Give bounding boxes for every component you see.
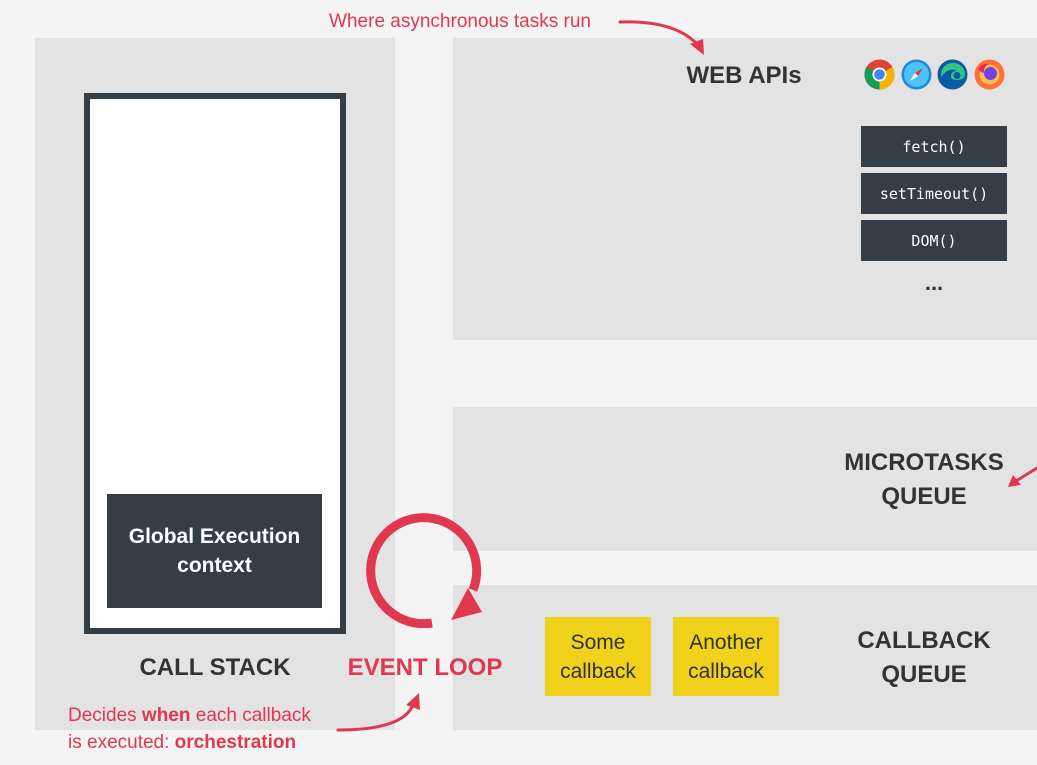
microtasks-arrow <box>1008 466 1037 487</box>
safari-icon <box>901 59 932 90</box>
top-annotation-arrow <box>618 20 704 55</box>
fetch-api-button[interactable]: fetch() <box>861 126 1007 167</box>
top-annotation: Where asynchronous tasks run <box>329 11 591 32</box>
callback-queue-title-line1: CALLBACK <box>857 627 991 654</box>
microtasks-queue-title-line1: MICROTASKS <box>844 449 1004 476</box>
callback-item-line1: Another <box>689 630 763 654</box>
event-loop-arrow-icon <box>366 513 482 629</box>
chrome-icon <box>864 59 895 90</box>
callback-queue-title-line2: QUEUE <box>881 661 967 688</box>
edge-icon <box>937 59 968 90</box>
callback-item-line1: Some <box>570 630 626 654</box>
more-apis-ellipsis: ... <box>924 270 944 295</box>
callback-item-line2: callback <box>560 659 636 683</box>
call-stack-label: CALL STACK <box>139 654 291 681</box>
microtasks-queue-title-line2: QUEUE <box>881 483 967 510</box>
web-apis-title: WEB APIs <box>686 62 802 89</box>
annotation-text: is executed: <box>68 732 175 753</box>
bottom-annotation-arrow <box>336 693 420 732</box>
annotation-text: Decides <box>68 705 142 726</box>
settimeout-api-button[interactable]: setTimeout() <box>861 173 1007 214</box>
annotation-emphasis: orchestration <box>174 732 297 753</box>
event-loop-label: EVENT LOOP <box>347 654 503 681</box>
callback-queue-title: CALLBACK QUEUE <box>840 624 1008 692</box>
annotation-text: each callback <box>190 705 311 726</box>
callback-item-line2: callback <box>688 659 764 683</box>
dom-api-button[interactable]: DOM() <box>861 220 1007 261</box>
annotation-emphasis: when <box>141 705 191 726</box>
microtasks-queue-title: MICROTASKS QUEUE <box>820 446 1028 514</box>
bottom-annotation: Decides when each callback is executed: … <box>68 702 368 756</box>
firefox-icon <box>974 59 1005 90</box>
callback-item-some: Some callback <box>545 617 651 696</box>
callback-item-another: Another callback <box>673 617 779 696</box>
global-execution-context: Global Execution context <box>107 494 322 608</box>
microtasks-queue-panel <box>453 407 1037 551</box>
